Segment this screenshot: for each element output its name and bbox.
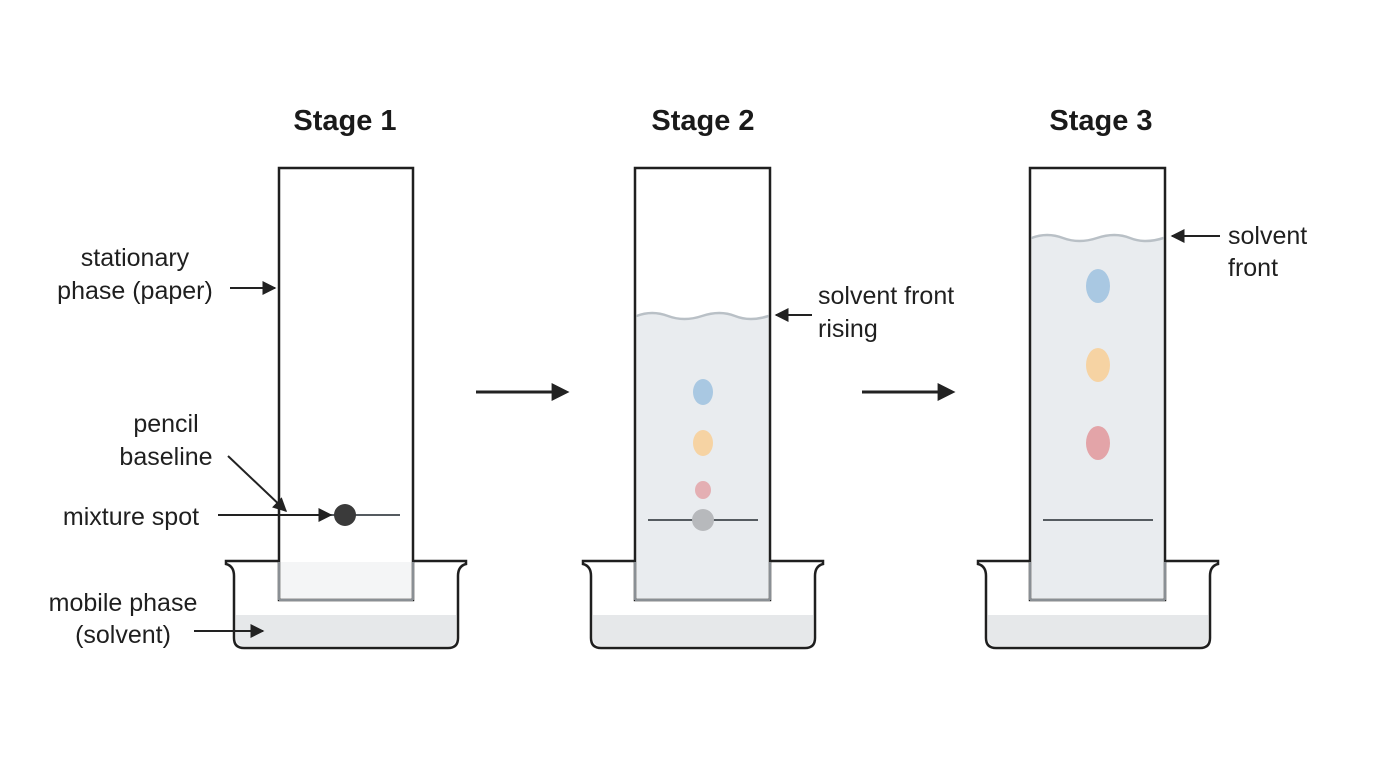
stage-2: Stage 2 solvent front rising xyxy=(581,105,954,650)
stage-3-blue-spot xyxy=(1086,269,1110,303)
stage-1: Stage 1 stationary phase (paper) pencil … xyxy=(49,105,468,650)
pencil-baseline-arrow xyxy=(227,455,288,512)
stage-2-solvent xyxy=(593,615,813,646)
stage-3-wet-region xyxy=(1031,235,1164,599)
stage-2-red-spot xyxy=(695,481,711,499)
label-front-rising-line1: solvent front xyxy=(818,282,954,310)
label-pencil-line2: baseline xyxy=(119,443,212,471)
label-pencil-line1: pencil xyxy=(133,410,198,438)
svg-text:stationary: stationary xyxy=(81,244,190,272)
label-front-rising-line2: rising xyxy=(818,315,878,343)
stage-3-solvent-front xyxy=(1031,233,1164,243)
stage-2-solvent-front xyxy=(636,311,769,321)
stage-2-mixture-spot-remnant xyxy=(692,509,714,531)
label-mobile-line2: (solvent) xyxy=(75,621,171,649)
stage-3-orange-spot xyxy=(1086,348,1110,382)
stage-3-title: Stage 3 xyxy=(1049,105,1152,137)
stage-1-mixture-spot xyxy=(334,504,356,526)
stage-3: Stage 3 solvent front xyxy=(976,105,1307,650)
svg-text:phase (paper): phase (paper) xyxy=(57,277,213,305)
label-stationary-line2: phase (paper) xyxy=(57,277,213,305)
label-front-line1: solvent xyxy=(1228,222,1307,250)
label-front-line2: front xyxy=(1228,254,1278,282)
stage-3-red-spot xyxy=(1086,426,1110,460)
label-mixture-spot: mixture spot xyxy=(63,503,199,531)
stage-2-blue-spot xyxy=(693,379,713,405)
stage-3-solvent xyxy=(988,615,1208,646)
stage-2-title: Stage 2 xyxy=(651,105,754,137)
stage-2-orange-spot xyxy=(693,430,713,456)
label-mobile-line1: mobile phase xyxy=(49,589,198,617)
stage-1-paper-strip xyxy=(277,166,415,602)
label-stationary-line1: stationary xyxy=(81,244,190,272)
stage-1-solvent xyxy=(236,615,456,646)
stage-1-title: Stage 1 xyxy=(293,105,396,137)
